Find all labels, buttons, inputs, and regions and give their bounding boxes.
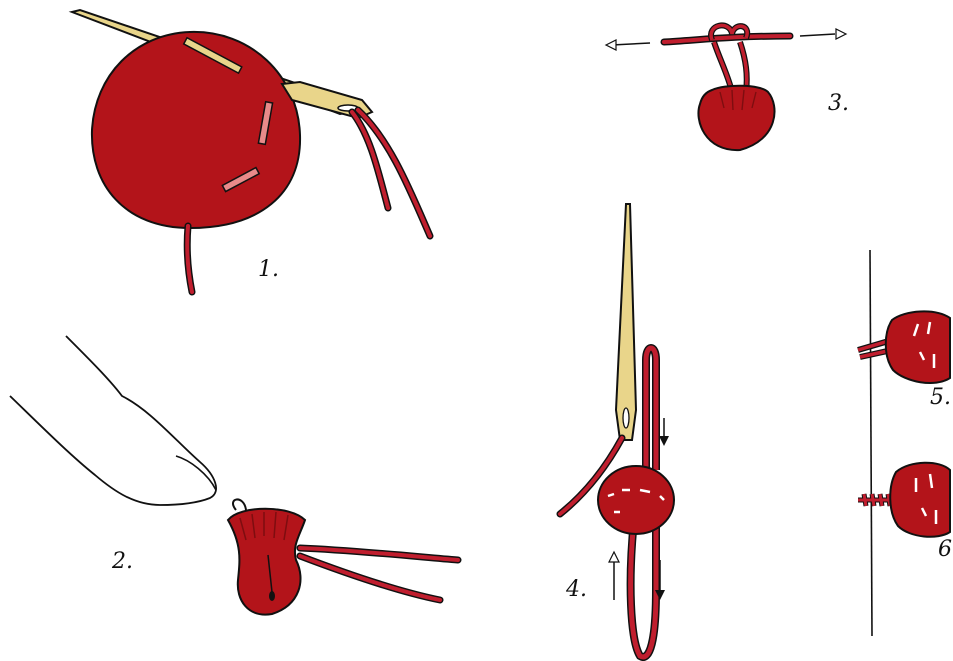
step-number: 3. <box>828 91 849 116</box>
finger-outline <box>10 336 216 505</box>
step-number: 4. <box>565 577 587 602</box>
arrow-right-head <box>836 29 846 39</box>
thread-loop <box>233 499 246 510</box>
needle <box>616 204 636 440</box>
needle-eye <box>623 408 629 428</box>
gathered-button <box>698 86 774 150</box>
arrow-right <box>800 34 835 36</box>
step-2-illustration: 2. <box>10 336 458 615</box>
step-4-illustration: 4. <box>560 204 674 657</box>
pouch-knot <box>269 591 275 601</box>
fabric-circle <box>92 32 300 228</box>
step-number: 2. <box>111 549 133 574</box>
step-3-illustration: 3. <box>606 25 849 150</box>
steps-5-6-illustration: 5. 6 <box>858 250 952 636</box>
fabric-edge-line <box>870 250 872 636</box>
step-number: 6 <box>938 537 952 562</box>
step-number: 1. <box>258 257 279 282</box>
button-ball <box>890 463 950 537</box>
arrow-down-head <box>659 436 669 446</box>
step-number: 5. <box>930 385 951 410</box>
gathered-pouch <box>228 509 305 615</box>
arrow-left-head <box>606 40 616 50</box>
thread-down <box>714 42 732 92</box>
step-1-illustration: 1. <box>72 10 430 292</box>
button-ball <box>886 311 950 383</box>
arrow-up-head <box>609 552 619 562</box>
thread-up <box>646 348 656 470</box>
arrow-left <box>612 43 650 45</box>
thread-tail <box>358 110 430 236</box>
